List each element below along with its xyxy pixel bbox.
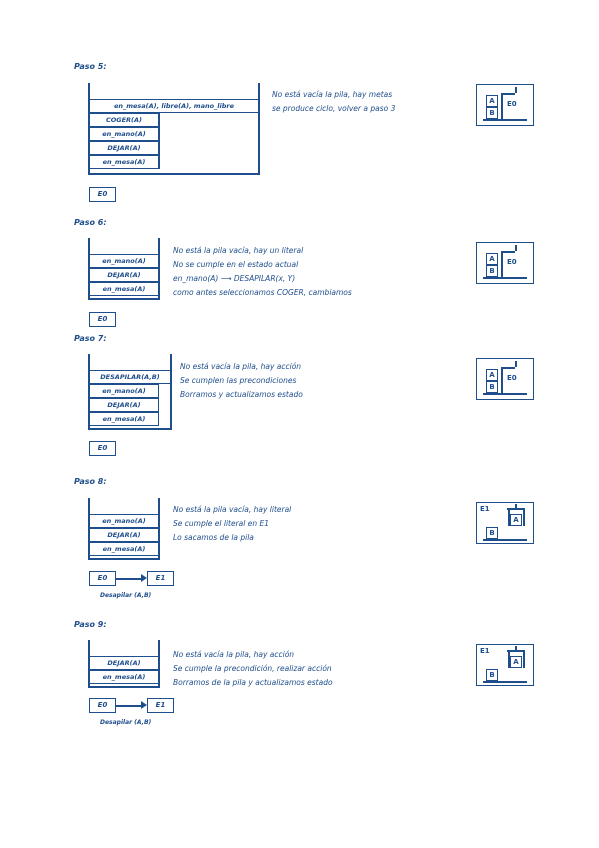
stack-cell: DEJAR(A) bbox=[89, 398, 159, 412]
block: B bbox=[486, 381, 498, 393]
stack-cell: en_mesa(A) bbox=[89, 155, 159, 169]
transition-caption: Desapilar (A,B) bbox=[100, 719, 152, 726]
state-box: E0 bbox=[89, 571, 116, 586]
block: A bbox=[510, 656, 522, 668]
step-notes: No está vacía la pila, hay acción Se cum… bbox=[173, 648, 333, 690]
step-title: Paso 5: bbox=[74, 62, 107, 71]
goal-stack: en_mano(A) DEJAR(A) en_mesa(A) bbox=[88, 498, 160, 560]
transition-arrow bbox=[116, 705, 144, 707]
stack-cell: DEJAR(A) bbox=[89, 141, 159, 155]
stack-cell: en_mano(A) bbox=[89, 384, 159, 398]
note-line: No está vacía la pila, hay metas bbox=[272, 90, 393, 99]
stack-cell: COGER(A) bbox=[89, 113, 159, 127]
arrow-head-icon bbox=[141, 574, 147, 582]
arrow-head-icon bbox=[141, 701, 147, 709]
block: A bbox=[486, 95, 498, 107]
blocks-diagram: A B E0 bbox=[476, 242, 534, 284]
note-line: No está vacía la pila, hay acción bbox=[180, 362, 302, 371]
stack-cell: en_mesa(A) bbox=[89, 412, 159, 426]
blocks-diagram: A B E0 bbox=[476, 84, 534, 126]
goal-stack: en_mano(A) DEJAR(A) en_mesa(A) bbox=[88, 238, 160, 300]
step-title: Paso 6: bbox=[74, 218, 107, 227]
state-box: E0 bbox=[89, 187, 116, 202]
block: A bbox=[510, 514, 522, 526]
note-line: Lo sacamos de la pila bbox=[173, 533, 254, 542]
state-box: E0 bbox=[89, 698, 116, 713]
note-line: Se cumple el literal en E1 bbox=[173, 519, 269, 528]
blocks-diagram: E1 A B bbox=[476, 644, 534, 686]
step-title: Paso 9: bbox=[74, 620, 107, 629]
note-line: como antes seleccionamos COGER, cambiamo… bbox=[173, 288, 352, 297]
step-notes: No está la pila vacía, hay literal Se cu… bbox=[173, 503, 291, 545]
step-title: Paso 8: bbox=[74, 477, 107, 486]
stack-cell: DEJAR(A) bbox=[89, 268, 159, 282]
diagram-label: E1 bbox=[480, 647, 490, 655]
step-notes: No está la pila vacía, hay un literal No… bbox=[173, 244, 352, 300]
note-line: No está la pila vacía, hay literal bbox=[173, 505, 292, 514]
step-notes: No está vacía la pila, hay metas se prod… bbox=[272, 88, 395, 116]
note-line: Se cumple la precondición, realizar acci… bbox=[173, 664, 332, 673]
stack-cell: en_mesa(A), libre(A), mano_libre bbox=[89, 99, 259, 113]
block: A bbox=[486, 369, 498, 381]
block: B bbox=[486, 107, 498, 119]
diagram-label: E1 bbox=[480, 505, 490, 513]
diagram-label: E0 bbox=[507, 258, 517, 266]
goal-stack: DESAPILAR(A,B) en_mano(A) DEJAR(A) en_me… bbox=[88, 354, 172, 430]
stack-cell: en_mesa(A) bbox=[89, 542, 159, 556]
note-line: Borramos de la pila y actualizamos estad… bbox=[173, 678, 333, 687]
state-box: E1 bbox=[147, 698, 174, 713]
note-line: en_mano(A) ⟶ DESAPILAR(x, Y) bbox=[173, 274, 296, 283]
note-line: No se cumple en el estado actual bbox=[173, 260, 299, 269]
block: A bbox=[486, 253, 498, 265]
step-notes: No está vacía la pila, hay acción Se cum… bbox=[180, 360, 303, 402]
note-line: Se cumplen las precondiciones bbox=[180, 376, 297, 385]
diagram-label: E0 bbox=[507, 100, 517, 108]
state-box: E0 bbox=[89, 441, 116, 456]
diagram-label: E0 bbox=[507, 374, 517, 382]
stack-cell: DESAPILAR(A,B) bbox=[89, 370, 171, 384]
stack-cell: DEJAR(A) bbox=[89, 528, 159, 542]
stack-cell: en_mesa(A) bbox=[89, 670, 159, 684]
note-line: No está la pila vacía, hay un literal bbox=[173, 246, 304, 255]
note-line: Borramos y actualizamos estado bbox=[180, 390, 303, 399]
goal-stack: DEJAR(A) en_mesa(A) bbox=[88, 640, 160, 688]
stack-cell: DEJAR(A) bbox=[89, 656, 159, 670]
blocks-diagram: A B E0 bbox=[476, 358, 534, 400]
stack-cell: en_mano(A) bbox=[89, 514, 159, 528]
transition-caption: Desapilar (A,B) bbox=[100, 592, 152, 599]
block: B bbox=[486, 527, 498, 539]
block: B bbox=[486, 265, 498, 277]
state-box: E0 bbox=[89, 312, 116, 327]
stack-cell: en_mano(A) bbox=[89, 127, 159, 141]
state-box: E1 bbox=[147, 571, 174, 586]
transition-arrow bbox=[116, 578, 144, 580]
stack-cell: en_mesa(A) bbox=[89, 282, 159, 296]
note-line: se produce ciclo, volver a paso 3 bbox=[272, 104, 396, 113]
step-title: Paso 7: bbox=[74, 334, 107, 343]
goal-stack: en_mesa(A), libre(A), mano_libre COGER(A… bbox=[88, 83, 260, 175]
blocks-diagram: E1 A B bbox=[476, 502, 534, 544]
note-line: No está vacía la pila, hay acción bbox=[173, 650, 295, 659]
block: B bbox=[486, 669, 498, 681]
stack-cell: en_mano(A) bbox=[89, 254, 159, 268]
